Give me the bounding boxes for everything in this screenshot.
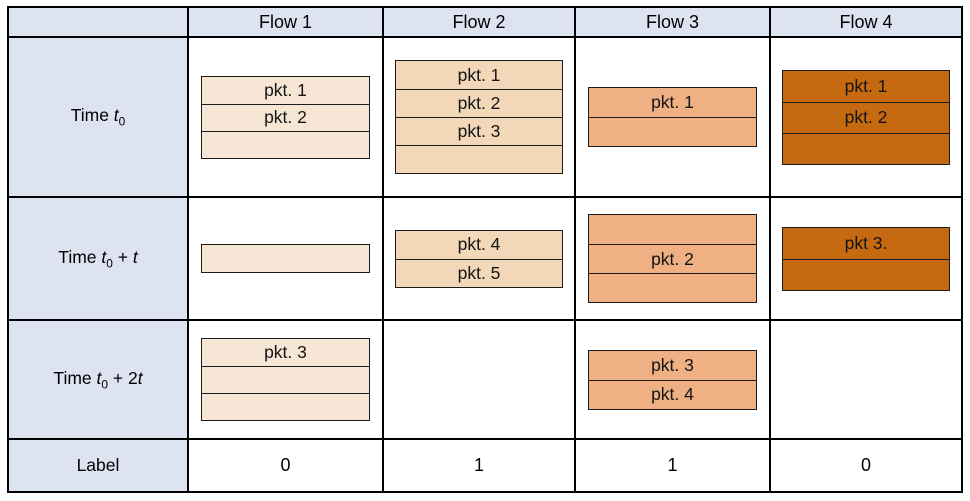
time-label-prefix: Time: [53, 367, 97, 388]
packet-slot: pkt. 2: [396, 89, 562, 117]
packet-slot: pkt. 4: [588, 379, 757, 409]
flow-cell: pkt. 1: [574, 36, 771, 198]
time-label-operator: +: [112, 246, 133, 267]
time-label-var: t: [101, 246, 107, 267]
packet-queue-box: pkt. 2: [587, 214, 758, 303]
packet-slot: pkt. 4: [457, 234, 501, 254]
packet-slot: [201, 366, 370, 393]
packet-slot: pkt. 2: [588, 244, 757, 273]
flow-cell: pkt. 3: [187, 319, 384, 440]
packet-queue-box: pkt. 4 pkt. 5: [395, 229, 563, 288]
flow-cell: pkt. 1 pkt. 2: [187, 36, 384, 198]
time-label-var: t: [96, 367, 102, 388]
packet-slot: [783, 258, 949, 290]
flow-cell: pkt. 1 pkt. 2: [769, 36, 963, 198]
label-row-title: Label: [7, 438, 189, 493]
packet-slot: pkt. 3: [396, 117, 562, 145]
label-value: 0: [187, 438, 384, 493]
time-label-subscript: 0: [101, 377, 109, 392]
time-row-label: Time t0 + 2t: [7, 319, 189, 440]
packet-queue-box: pkt. 1 pkt. 2: [782, 69, 950, 165]
packet-slot: pkt. 1: [457, 64, 501, 85]
packet-slot: [589, 215, 757, 244]
time-label-subscript: 0: [106, 256, 113, 271]
packet-slot: pkt. 5: [396, 258, 562, 287]
time-row-label: Time t0 + t: [7, 196, 189, 321]
packet-slot: [783, 132, 949, 164]
time-label-subscript: 0: [118, 114, 126, 129]
packet-slot: pkt. 1: [651, 92, 694, 112]
time-label-var2: t: [137, 367, 143, 388]
packet-queue-box: [200, 244, 371, 273]
corner-cell: [7, 6, 189, 38]
flow-cell: [187, 196, 384, 321]
flow-cell: pkt. 4 pkt. 5: [382, 196, 576, 321]
packet-queue-box: pkt. 3 pkt. 4: [587, 349, 758, 410]
time-label-prefix: Time: [58, 246, 102, 267]
packet-slot: pkt 3.: [844, 232, 888, 253]
flow-cell: [769, 319, 963, 440]
flow-cell: [382, 319, 576, 440]
time-label-var: t: [113, 105, 119, 126]
packet-slot: [201, 393, 370, 420]
time-label-prefix: Time: [70, 105, 114, 126]
packet-slot: [588, 117, 757, 146]
packet-slot: pkt. 1: [844, 75, 888, 96]
time-label-operator: + 2: [108, 367, 138, 388]
packet-slot: [202, 245, 370, 272]
label-value: 1: [382, 438, 576, 493]
packet-slot: pkt. 1: [264, 79, 307, 100]
packet-slot: [588, 273, 757, 302]
packet-queue-box: pkt. 1: [587, 87, 758, 147]
flow-header: Flow 4: [769, 6, 963, 38]
flow-cell: pkt 3.: [769, 196, 963, 321]
packet-slot: pkt. 2: [201, 103, 370, 131]
packet-queue-box: pkt 3.: [782, 226, 950, 291]
packet-slot: pkt. 2: [783, 101, 949, 133]
packet-slot: pkt. 3: [264, 342, 307, 362]
packet-queue-box: pkt. 1 pkt. 2: [200, 75, 371, 159]
packet-slot: [396, 145, 562, 173]
flow-header: Flow 2: [382, 6, 576, 38]
flow-header: Flow 3: [574, 6, 771, 38]
label-value: 1: [574, 438, 771, 493]
packet-queue-box: pkt. 3: [200, 338, 371, 421]
flow-header: Flow 1: [187, 6, 384, 38]
time-label-var2: t: [132, 246, 138, 267]
packet-slot: [201, 130, 370, 158]
flow-cell: pkt. 3 pkt. 4: [574, 319, 771, 440]
flow-cell: pkt. 2: [574, 196, 771, 321]
packet-slot: pkt. 3: [651, 354, 694, 375]
label-value: 0: [769, 438, 963, 493]
time-row-label: Time t0: [7, 36, 189, 198]
